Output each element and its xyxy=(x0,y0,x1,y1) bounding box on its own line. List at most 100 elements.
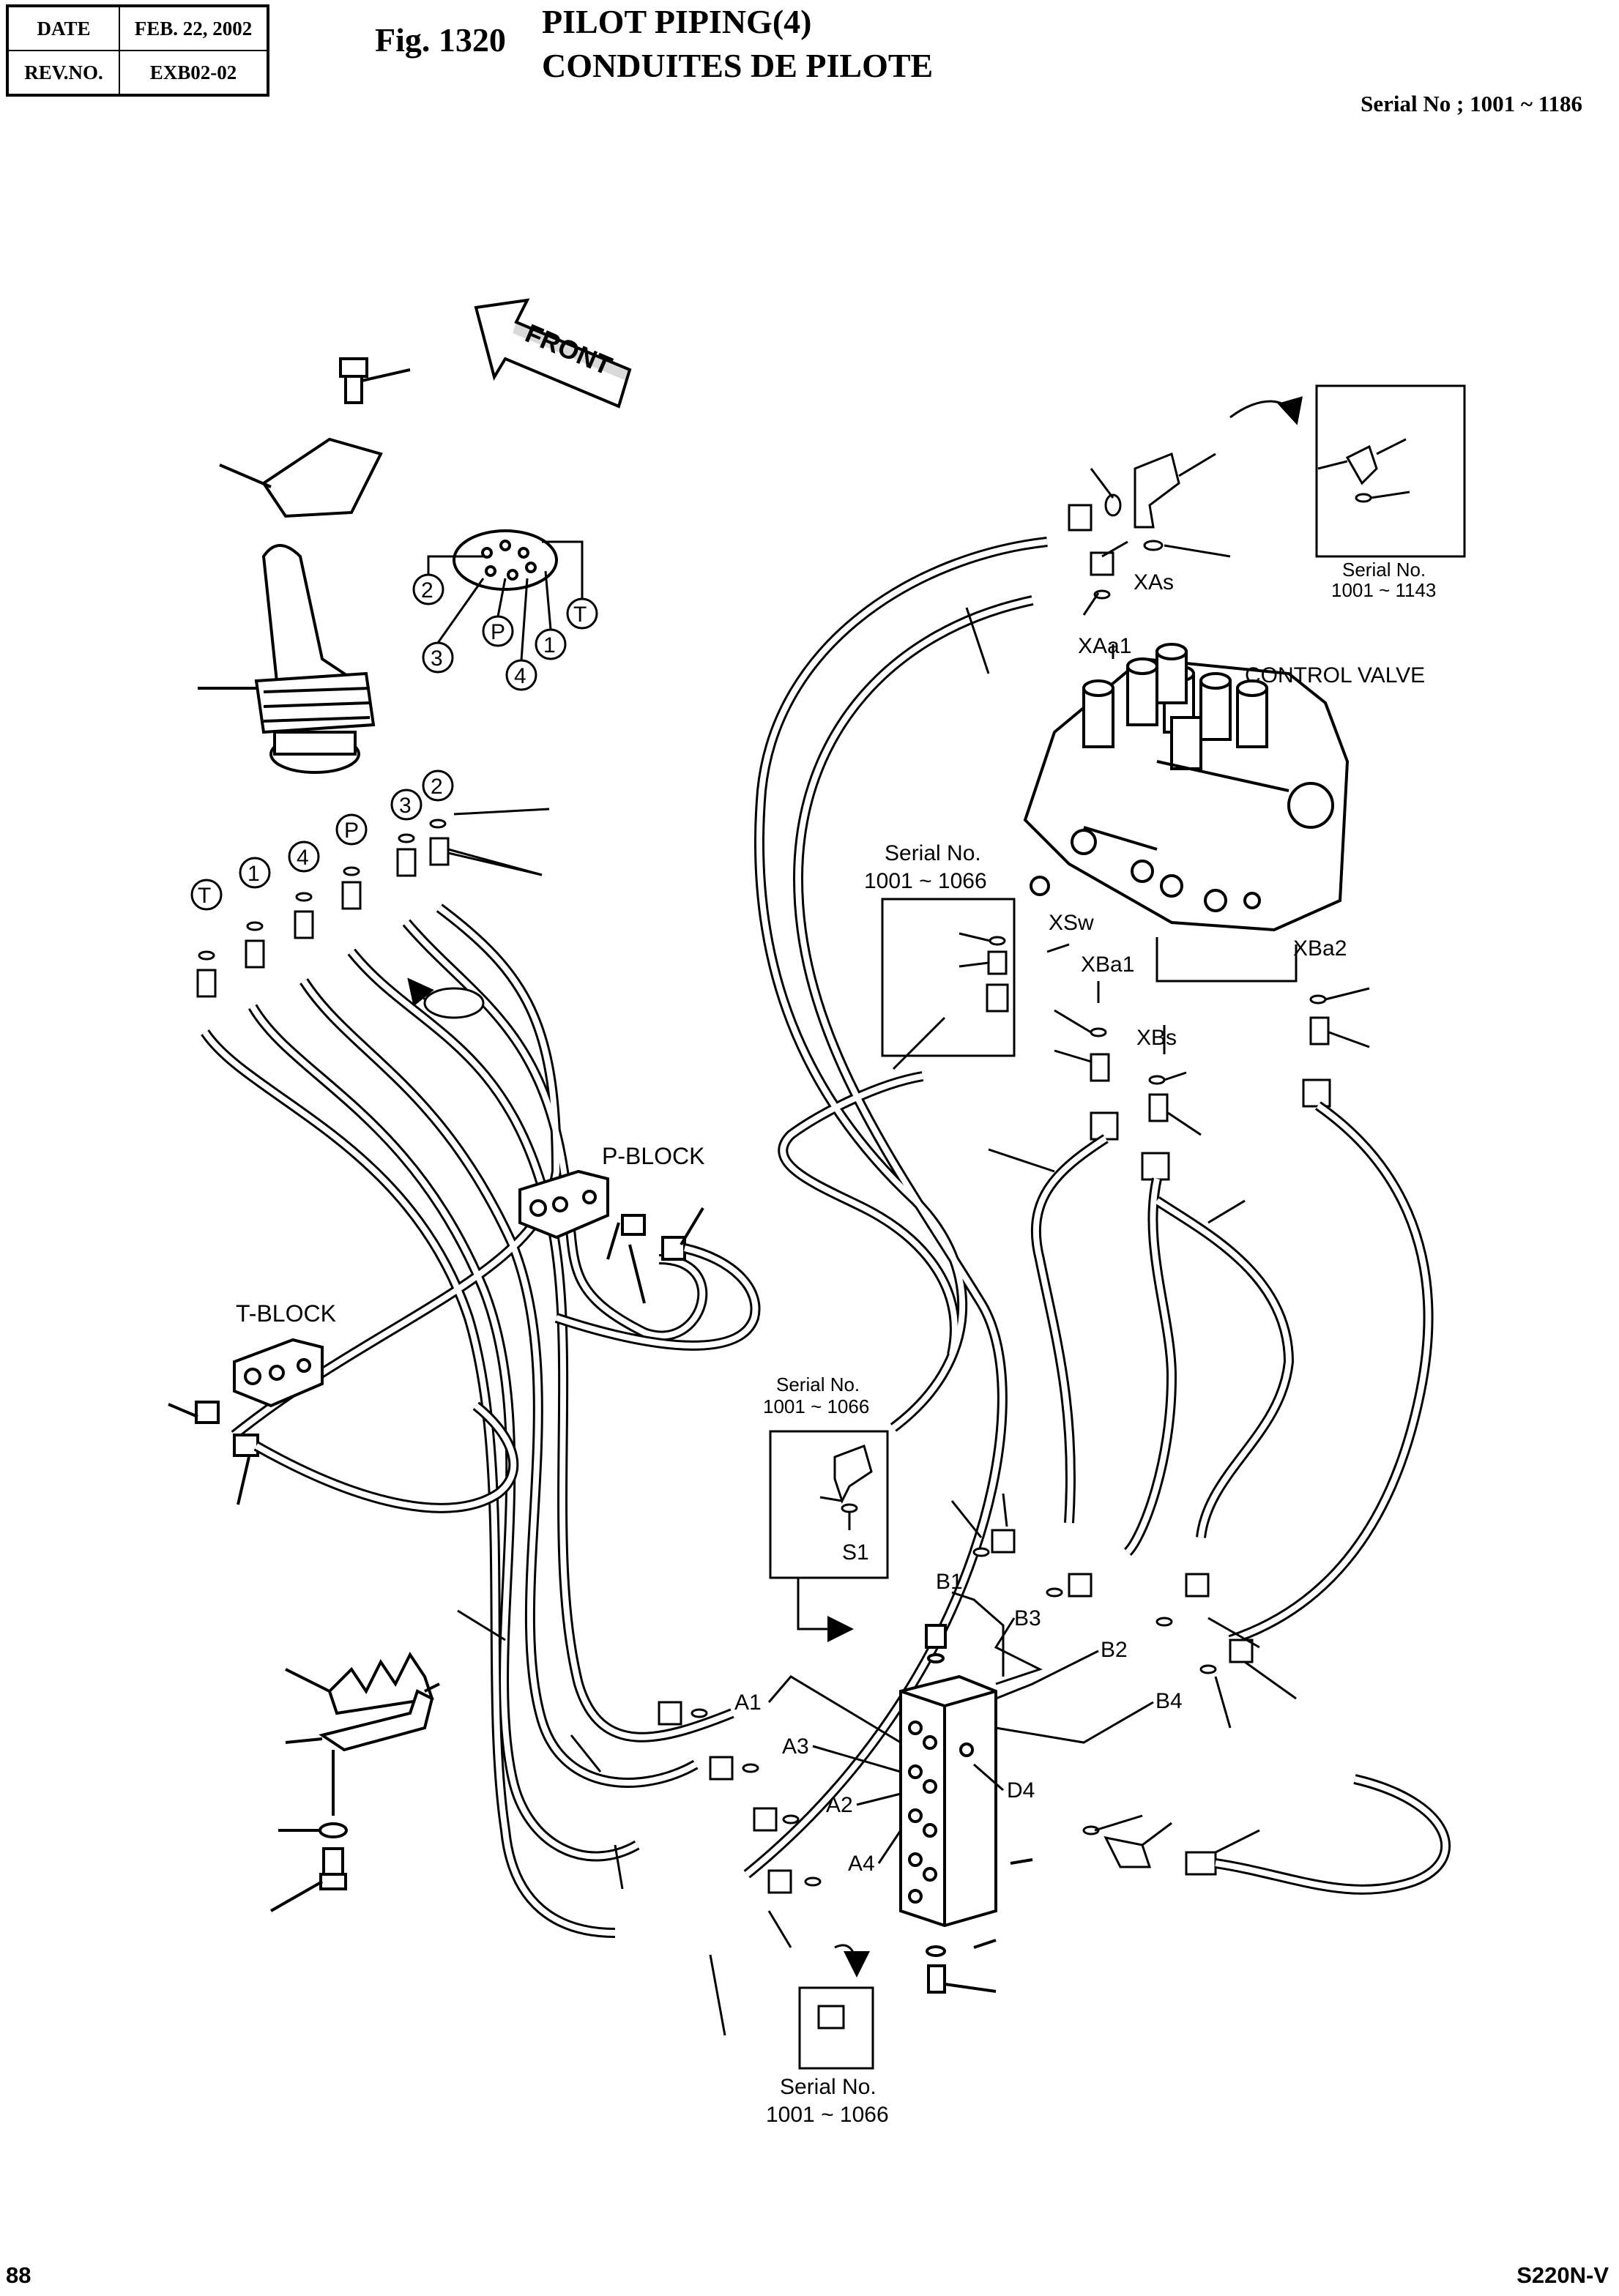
fitting-icon xyxy=(1068,1573,1093,1598)
fitting-icon xyxy=(1148,1093,1169,1122)
model-number: S220N-V xyxy=(1516,2262,1609,2288)
fitting-icon xyxy=(196,969,217,998)
port-plate-callouts: 2 3 P 4 1 T xyxy=(412,540,598,691)
hose-clamp-assembly xyxy=(270,1652,440,1912)
serial-box-range: 1001 ~ 1066 xyxy=(766,2103,889,2127)
port-label-xbs: XBs xyxy=(1136,1026,1177,1050)
port-label-a2: A2 xyxy=(826,1793,853,1817)
port-plate-icon xyxy=(453,529,558,591)
serial-box-title: Serial No. xyxy=(776,1374,860,1395)
serial-box-title: Serial No. xyxy=(780,2075,877,2099)
fitting-icon xyxy=(1185,1851,1217,1876)
fitting-icon xyxy=(1309,1016,1330,1046)
fitting-label-3: 3 xyxy=(399,794,412,818)
fitting-callouts: T 1 4 P 3 2 xyxy=(190,769,454,911)
port-label-xba2: XBa2 xyxy=(1293,936,1347,961)
fitting-icon xyxy=(396,848,417,877)
port-label-1: 1 xyxy=(543,633,556,657)
fitting-icon xyxy=(245,939,265,969)
fitting-label-p: P xyxy=(344,819,359,843)
fitting-label-t: T xyxy=(198,884,211,908)
serial-box-title: Serial No. xyxy=(1342,559,1426,581)
fitting-icon xyxy=(658,1701,682,1726)
serial-box-s1: S1 Serial No. 1001 ~ 1066 xyxy=(763,1374,889,1642)
port-label-p: P xyxy=(491,620,505,644)
fitting-icon xyxy=(1141,1152,1170,1181)
port-label-a3: A3 xyxy=(782,1734,809,1759)
fitting-icon xyxy=(1185,1573,1210,1598)
serial-box-range: 1001 ~ 1066 xyxy=(763,1395,869,1417)
title-english: PILOT PIPING(4) xyxy=(542,3,812,40)
port-label-d4: D4 xyxy=(1007,1778,1035,1803)
port-label-4: 4 xyxy=(514,664,526,688)
port-label-t: T xyxy=(573,603,587,627)
port-label-b4: B4 xyxy=(1155,1689,1183,1713)
control-valve-leaders xyxy=(1046,644,1298,1054)
rev-value: EXB02-02 xyxy=(119,50,269,96)
manifold-port-labels: A1 A3 A2 A4 B1 B3 B2 B4 D4 xyxy=(734,1570,1183,1876)
bolt-head-icon xyxy=(339,357,368,378)
fitting-icon xyxy=(233,1434,259,1457)
fitting-icon xyxy=(987,950,1008,975)
port-label-xsw: XSw xyxy=(1049,911,1094,935)
elbow-fitting-icon xyxy=(1345,444,1378,485)
port-label-s1: S1 xyxy=(842,1540,869,1565)
fitting-icon xyxy=(991,1529,1016,1554)
fitting-icon xyxy=(1068,504,1093,532)
title-french: CONDUITES DE PILOTE xyxy=(542,47,934,84)
fitting-icon xyxy=(1229,1639,1254,1663)
callout-oval xyxy=(423,987,485,1019)
fitting-icon xyxy=(767,1869,792,1894)
joystick-fittings xyxy=(196,808,550,998)
p-block-label: P-BLOCK xyxy=(602,1143,704,1169)
fitting-icon xyxy=(986,983,1009,1013)
direction-arrow-icon xyxy=(407,977,434,1007)
p-block: P-BLOCK xyxy=(518,1143,704,1304)
fitting-icon xyxy=(294,910,314,939)
joystick-hoses-inner xyxy=(202,905,734,1936)
port-label-xaa1: XAa1 xyxy=(1078,634,1131,658)
joystick-assembly xyxy=(198,357,558,774)
port-label-a4: A4 xyxy=(848,1852,875,1876)
figure-title: PILOT PIPING(4) CONDUITES DE PILOTE xyxy=(542,0,933,88)
t-block-label: T-BLOCK xyxy=(236,1300,336,1327)
fitting-icon xyxy=(341,881,362,910)
revision-table: DATE FEB. 22, 2002 REV.NO. EXB02-02 xyxy=(6,4,269,97)
fitting-label-4: 4 xyxy=(297,846,309,870)
fitting-label-1: 1 xyxy=(247,862,260,886)
serial-box-title: Serial No. xyxy=(885,841,981,865)
figure-number: Fig. 1320 xyxy=(375,21,506,59)
serial-box-1143: Serial No. 1001 ~ 1143 xyxy=(1229,384,1466,601)
date-value: FEB. 22, 2002 xyxy=(119,5,269,51)
port-label-2: 2 xyxy=(421,578,433,603)
port-label-a1: A1 xyxy=(734,1691,762,1715)
rev-label: REV.NO. xyxy=(7,50,120,96)
port-label-xba1: XBa1 xyxy=(1081,953,1134,977)
fitting-icon xyxy=(429,837,450,866)
serial-box-range: 1001 ~ 1066 xyxy=(864,869,987,893)
control-valve-port-labels: XAs XAa1 XSw XBa1 XBs XBa2 xyxy=(1049,570,1347,1050)
front-arrow: FRONT xyxy=(474,298,632,409)
control-valve: CONTROL VALVE xyxy=(1023,643,1425,932)
port-label-b1: B1 xyxy=(936,1570,963,1594)
serial-range: Serial No ; 1001 ~ 1186 xyxy=(1361,91,1582,116)
fitting-icon xyxy=(1090,1111,1119,1141)
fitting-icon xyxy=(753,1807,778,1832)
washer-icon xyxy=(926,1945,946,1957)
fitting-icon xyxy=(195,1401,220,1424)
fitting-icon xyxy=(817,2005,845,2029)
bolt-icon xyxy=(927,1964,946,1994)
manifold-leaders xyxy=(767,1591,1154,1864)
fitting-icon xyxy=(661,1236,686,1261)
manifold-fittings xyxy=(658,1493,1297,1894)
elbow-fitting-icon xyxy=(1134,452,1180,529)
elbow-fitting-icon xyxy=(1103,1835,1152,1868)
serial-box-bottom: Serial No. 1001 ~ 1066 xyxy=(766,1944,889,2127)
fitting-icon xyxy=(709,1756,734,1781)
date-label: DATE xyxy=(7,5,120,51)
control-valve-hoses-inner xyxy=(745,539,1432,1877)
hose-leaders xyxy=(457,607,1246,2036)
t-block: T-BLOCK xyxy=(168,1300,336,1505)
plug-icon xyxy=(925,1624,947,1649)
